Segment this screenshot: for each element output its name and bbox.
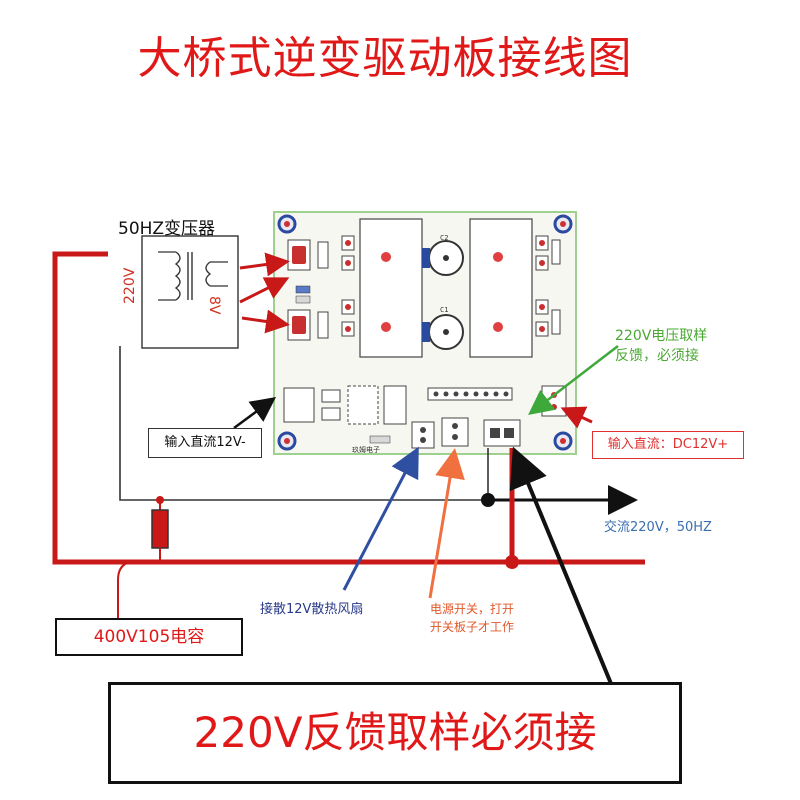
dc-minus-label: 输入直流12V- bbox=[148, 428, 262, 458]
arrow-fan bbox=[342, 446, 419, 591]
cap-c1-label: C1 bbox=[440, 306, 448, 314]
transformer-label: 50HZ变压器 bbox=[118, 219, 216, 239]
arrow-dc-minus bbox=[233, 397, 277, 430]
bottom-components: 玖姆电子 bbox=[283, 385, 513, 454]
transformer bbox=[141, 235, 239, 349]
inverter-board: C2 C1 bbox=[273, 211, 577, 455]
feedback-note-bottom: 220V反馈取样必须接 bbox=[108, 682, 682, 784]
fan-label: 接散12V散热风扇 bbox=[260, 602, 364, 617]
primary-voltage-label: 220V bbox=[122, 267, 138, 304]
capacitor-label: 400V105电容 bbox=[55, 618, 243, 656]
arrow-switch bbox=[428, 448, 465, 599]
board-maker-label: 玖姆电子 bbox=[352, 445, 380, 454]
capacitor-400v bbox=[117, 496, 169, 618]
heatsink-left bbox=[359, 218, 423, 358]
page-title: 大桥式逆变驱动板接线图 bbox=[137, 33, 633, 84]
capacitor-c1: C1 bbox=[422, 306, 464, 350]
capacitor-c2: C2 bbox=[422, 234, 464, 276]
heatsink-right bbox=[469, 218, 533, 358]
feedback-note-green: 220V电压取样 反馈，必须接 bbox=[615, 328, 708, 364]
arrow-8v-3 bbox=[241, 309, 290, 334]
arrows bbox=[233, 252, 619, 687]
dc-plus-label: 输入直流：DC12V+ bbox=[592, 431, 744, 459]
arrow-feedback-bottom bbox=[509, 446, 614, 687]
arrow-8v-1 bbox=[239, 252, 290, 277]
secondary-voltage-label: 8V bbox=[206, 296, 222, 315]
arrow-8v-2 bbox=[239, 277, 290, 304]
feedback-connector bbox=[483, 419, 521, 447]
left-components bbox=[287, 235, 355, 341]
power-switch-label: 电源开关，打开 开关板子才工作 bbox=[430, 602, 515, 634]
switch-connector bbox=[441, 417, 469, 447]
arrow-dc-plus bbox=[560, 406, 593, 429]
fan-connector bbox=[411, 421, 435, 449]
mounting-holes bbox=[277, 214, 573, 451]
arrow-feedback-green bbox=[528, 345, 619, 416]
ac-output-label: 交流220V，50HZ bbox=[604, 520, 712, 535]
cap-c2-label: C2 bbox=[440, 234, 448, 242]
